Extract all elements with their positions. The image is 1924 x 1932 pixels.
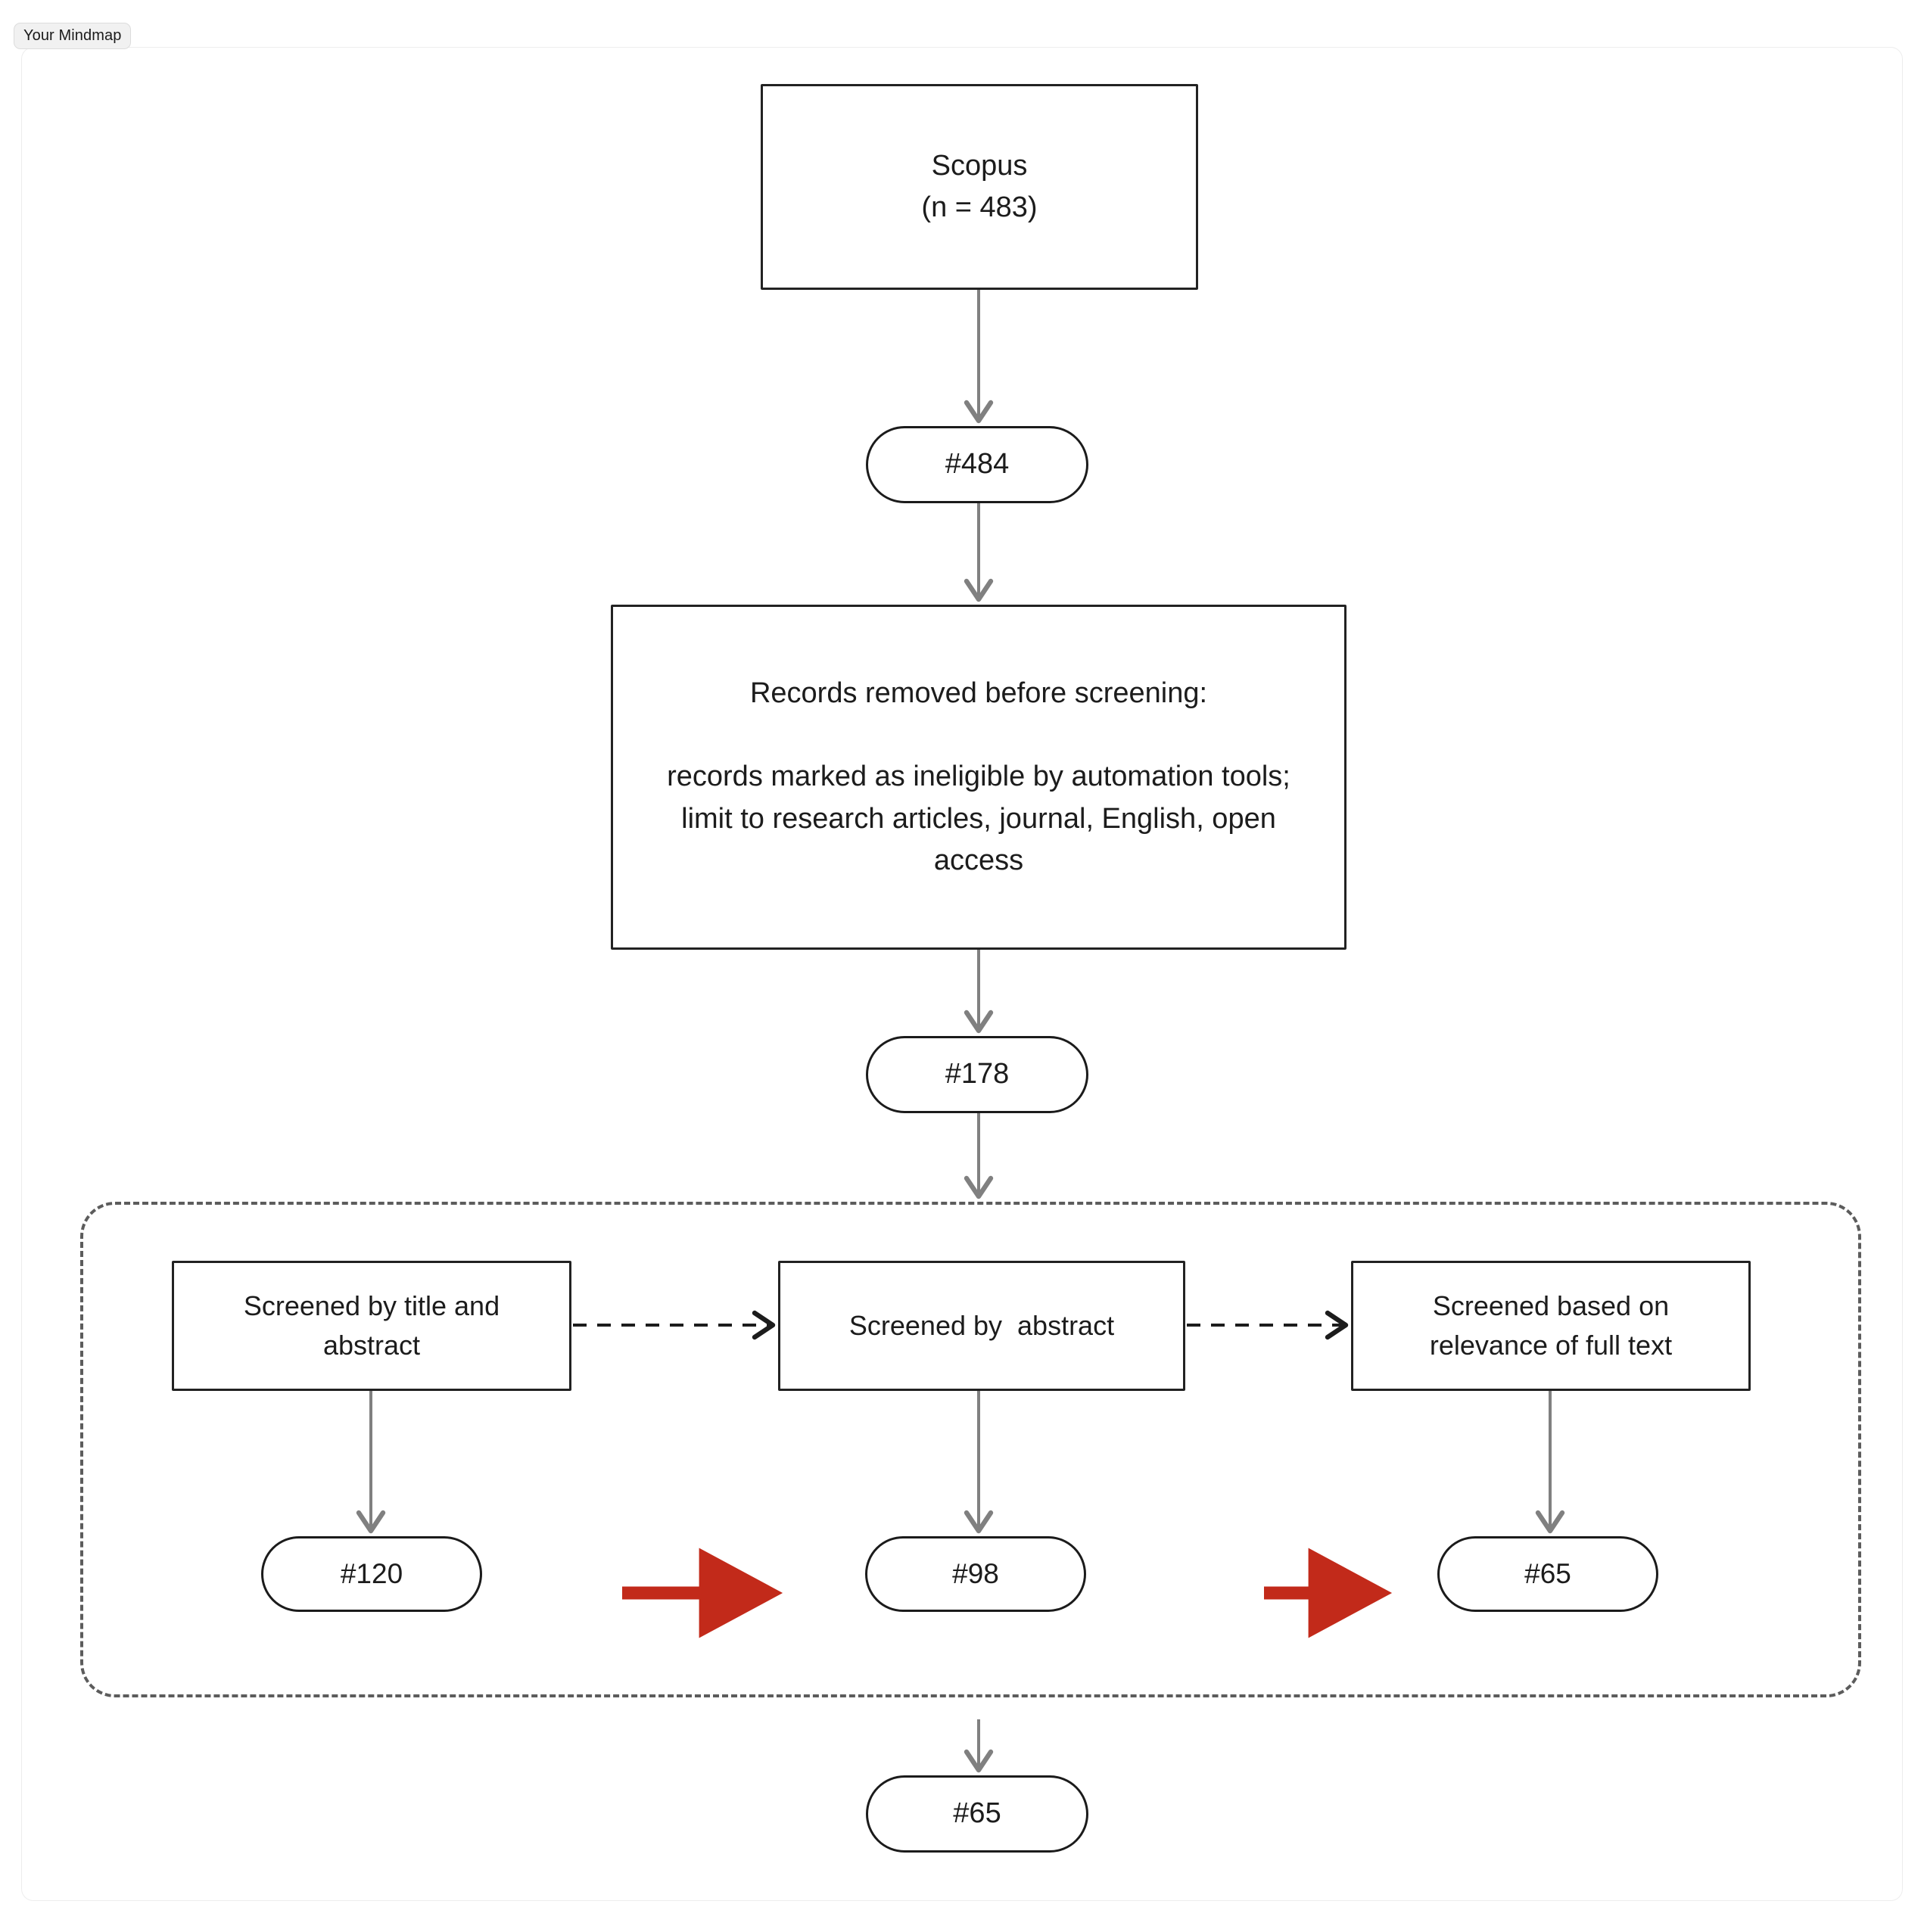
screening-group-container[interactable] — [80, 1202, 1861, 1697]
node-screened-title-abstract[interactable]: Screened by title and abstract — [172, 1261, 571, 1391]
node-count-484[interactable]: #484 — [866, 426, 1088, 503]
node-count-65-inner[interactable]: #65 — [1437, 1536, 1658, 1612]
node-count-98[interactable]: #98 — [865, 1536, 1086, 1612]
node-count-484-label: #484 — [945, 448, 1010, 481]
node-count-178-label: #178 — [945, 1058, 1010, 1090]
mindmap-canvas[interactable]: Scopus (n = 483) #484 Records removed be… — [21, 47, 1903, 1901]
node-count-120[interactable]: #120 — [261, 1536, 482, 1612]
node-count-65-final-label: #65 — [953, 1797, 1001, 1830]
node-records-removed[interactable]: Records removed before screening: record… — [611, 605, 1346, 950]
node-count-65-final[interactable]: #65 — [866, 1775, 1088, 1853]
node-count-65-inner-label: #65 — [1524, 1558, 1571, 1590]
node-records-removed-label: Records removed before screening: record… — [667, 677, 1290, 876]
node-screened-abstract[interactable]: Screened by abstract — [778, 1261, 1185, 1391]
node-screened-abstract-label: Screened by abstract — [848, 1309, 1115, 1341]
node-screened-full-text-label: Screened based on relevance of full text — [1429, 1290, 1677, 1361]
node-count-98-label: #98 — [952, 1558, 999, 1590]
node-screened-full-text[interactable]: Screened based on relevance of full text — [1351, 1261, 1751, 1391]
node-count-178[interactable]: #178 — [866, 1036, 1088, 1113]
node-scopus[interactable]: Scopus (n = 483) — [761, 84, 1198, 290]
node-count-120-label: #120 — [340, 1558, 403, 1590]
tab-your-mindmap[interactable]: Your Mindmap — [14, 23, 132, 49]
node-scopus-label: Scopus (n = 483) — [921, 149, 1038, 223]
node-screened-title-abstract-label: Screened by title and abstract — [243, 1290, 508, 1361]
